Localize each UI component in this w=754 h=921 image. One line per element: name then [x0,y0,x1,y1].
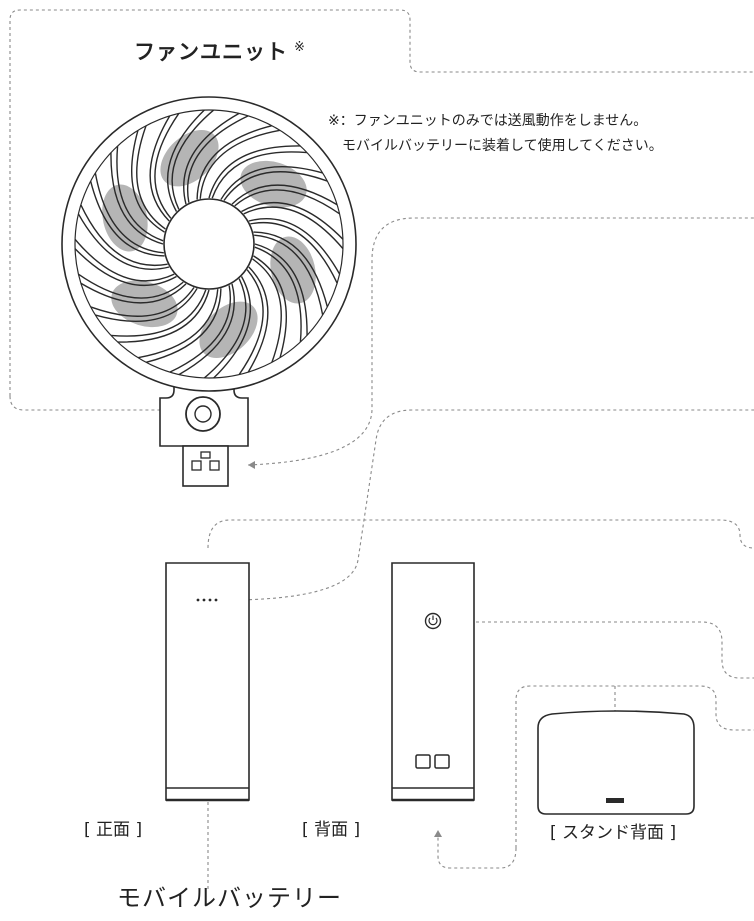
fan-unit [61,96,357,487]
fan-blades [74,109,344,379]
guard-rib [183,112,240,205]
guard-rib [196,124,273,200]
guard-rib [145,288,222,364]
guard-rib [241,201,344,240]
guard-rib [253,231,329,308]
guard-rib [90,287,195,317]
guard-rib [78,273,184,299]
guard-rib [234,189,340,215]
guard-rib [231,184,338,206]
guard-rib [77,213,170,270]
guard-rib [131,130,165,233]
impeller-blade [102,184,148,252]
guard-rib [253,255,287,358]
label-back: [ 背面 ] [302,820,361,840]
guard-rib [89,180,165,257]
note-line-2: モバイルバッテリーに装着して使用してください。 [342,138,663,154]
guard-rib [80,204,168,266]
fan-hub [163,198,255,290]
guard-rib [213,276,252,379]
label-stand-back: [ スタンド背面 ] [550,823,677,843]
battery-back [391,562,475,802]
guard-rib [169,285,231,373]
guard-rib [208,145,301,199]
guard-rib [74,238,175,282]
guard-rib [95,288,198,322]
guard-rib [117,289,210,343]
guard-rib [252,258,282,363]
impeller-blade [270,236,316,304]
guard-rib [247,266,269,373]
guard-rib [187,115,249,203]
fan-center-button-icon [185,396,221,432]
guard-rib [110,289,207,337]
guard-rib [248,218,341,275]
fan-unit-title-text: ファンユニット [134,40,288,64]
guard-rib [220,166,323,200]
guard-rib [116,145,164,242]
impeller-blade [160,130,219,187]
guard-rib [136,125,166,230]
guard-rib [154,113,180,219]
guard-rib [254,246,302,343]
guard-rib [110,152,164,245]
guard-rib [243,206,344,250]
guard-rib [254,234,324,316]
guard-rib [211,151,308,199]
guard-rib [166,109,205,212]
battery-front [165,562,250,802]
impeller-blade [199,301,258,358]
guard-rib [149,115,171,222]
battery-indicator-dots [196,598,218,602]
guard-rib [203,278,247,379]
guard-rib [250,222,338,284]
fan-unit-note-mark: ※ [294,40,306,55]
stand-back [537,710,695,815]
guard-rib [199,129,281,199]
stand-port [606,798,624,803]
guard-rib [94,172,164,254]
fan-unit-title: ファンユニット ※ [134,36,306,66]
guard-rib [223,171,328,201]
power-icon [424,612,442,630]
usb-connector-icon [182,445,229,487]
label-front: [ 正面 ] [84,820,143,840]
guard-rib [254,243,308,336]
guard-rib [178,283,235,376]
guard-rib [74,248,177,287]
guard-rib [137,289,219,359]
guard-rib [80,282,187,304]
guard-rib [171,109,215,210]
battery-title: モバイルバッテリー [117,884,342,912]
usb-ports [415,754,450,769]
note-line-1: ※：ファンユニットのみでは送風動作をしません。 [328,113,648,129]
guard-rib [238,269,264,375]
